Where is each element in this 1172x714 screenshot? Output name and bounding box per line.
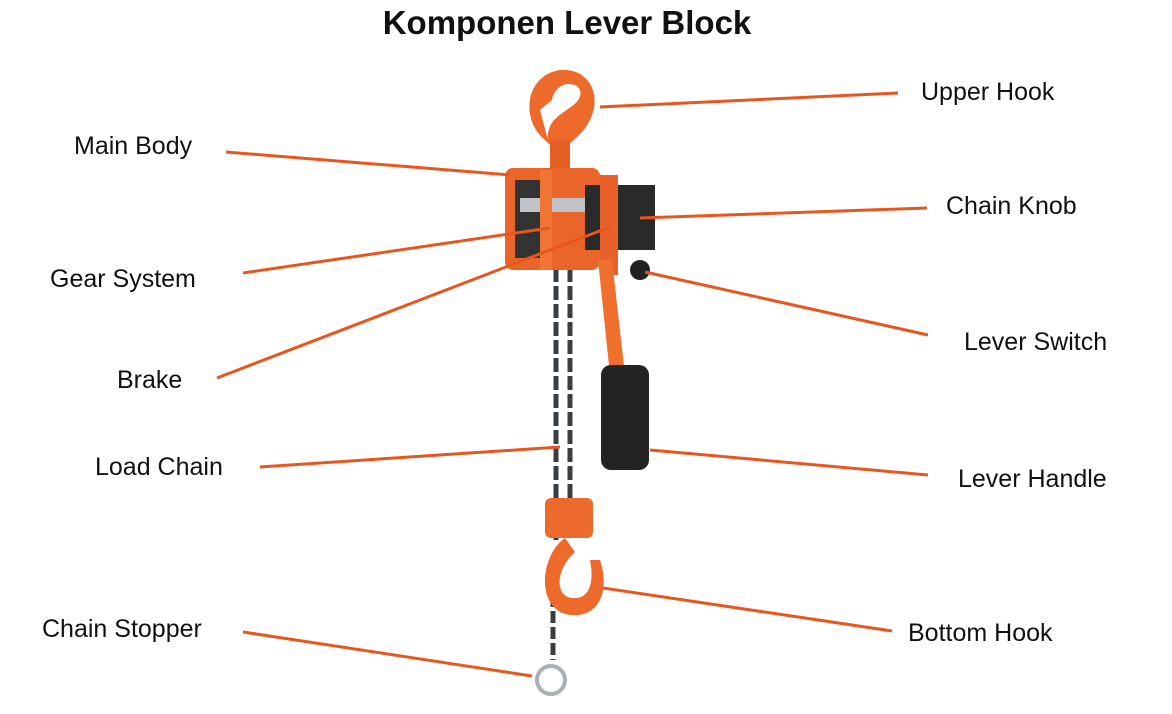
leader-lever-switch bbox=[644, 270, 929, 337]
label-gear-system: Gear System bbox=[50, 265, 196, 293]
diagram-title: Komponen Lever Block bbox=[382, 4, 752, 41]
leader-brake bbox=[216, 225, 611, 380]
label-load-chain: Load Chain bbox=[95, 453, 223, 481]
chain-stopper-ring-graphic bbox=[535, 664, 567, 696]
upper-hook-graphic bbox=[529, 69, 595, 150]
lever-arm-graphic bbox=[598, 260, 625, 375]
label-chain-knob: Chain Knob bbox=[946, 192, 1077, 220]
label-bottom-hook: Bottom Hook bbox=[908, 619, 1053, 647]
leader-bottom-hook bbox=[602, 586, 893, 633]
leader-main-body bbox=[225, 150, 511, 177]
label-brake: Brake bbox=[117, 366, 183, 394]
label-lever-switch: Lever Switch bbox=[964, 328, 1108, 356]
bottom-hook-graphic bbox=[545, 538, 604, 616]
label-chain-stopper: Chain Stopper bbox=[42, 615, 202, 643]
label-upper-hook: Upper Hook bbox=[921, 78, 1055, 106]
leader-chain-knob bbox=[639, 206, 928, 220]
leader-gear-system bbox=[242, 226, 551, 275]
leader-lever-handle bbox=[649, 448, 929, 477]
main-body-graphic bbox=[505, 168, 655, 280]
leader-upper-hook bbox=[599, 91, 899, 109]
leader-chain-stopper bbox=[242, 630, 533, 678]
leader-load-chain bbox=[259, 445, 561, 469]
label-lever-handle: Lever Handle bbox=[958, 465, 1107, 493]
lever-handle-graphic bbox=[601, 365, 649, 470]
label-main-body: Main Body bbox=[74, 132, 193, 160]
